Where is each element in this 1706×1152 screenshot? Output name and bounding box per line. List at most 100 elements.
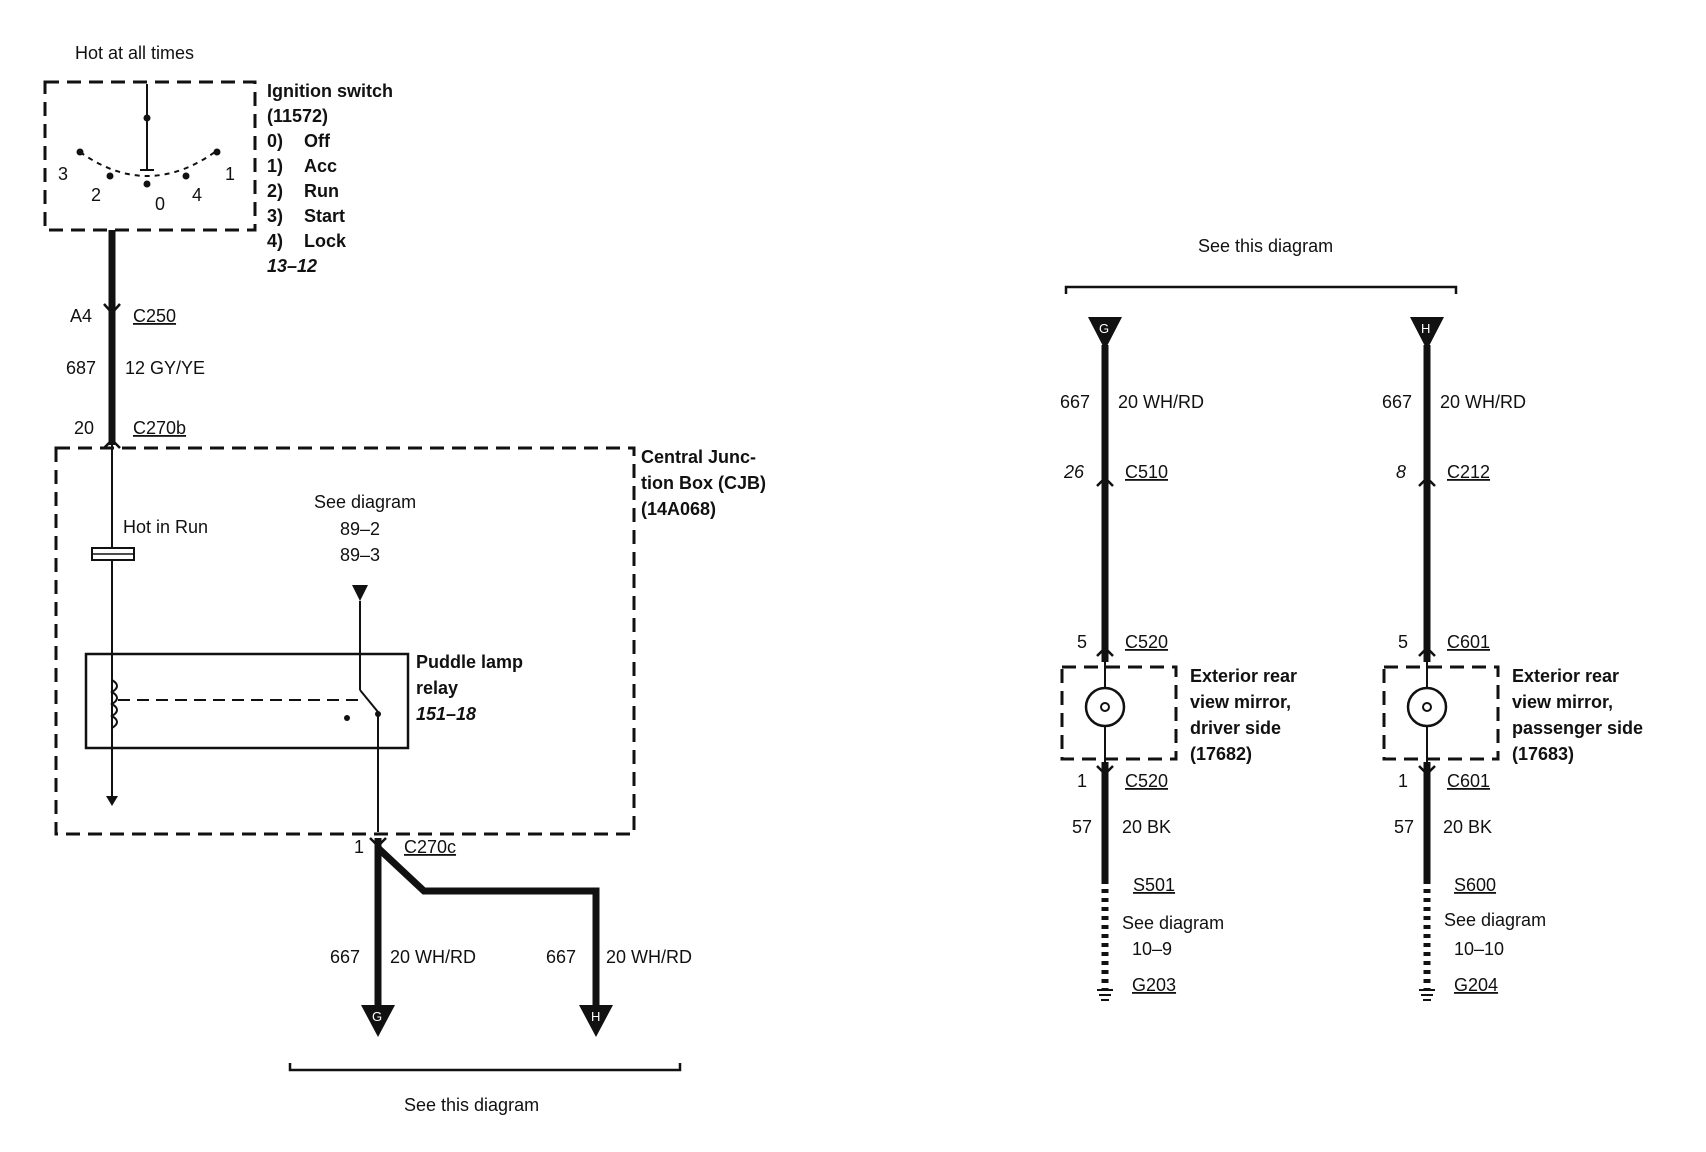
passenger-ground: G204 — [1454, 975, 1498, 995]
output-g-circuit: 667 — [330, 947, 360, 967]
output-g-tag-icon — [361, 1005, 395, 1037]
relay-title-line1: Puddle lamp — [416, 652, 523, 672]
passenger-c601-b: C601 — [1447, 771, 1490, 791]
driver-splice: S501 — [1133, 875, 1175, 895]
passenger-splice: S600 — [1454, 875, 1496, 895]
c250-connector: C250 — [133, 306, 176, 326]
passenger-mirror-motor-icon — [1406, 686, 1448, 728]
ignition-switch-ref: 13–12 — [267, 256, 317, 276]
driver-mirror-box — [1060, 665, 1178, 761]
ignition-state-num-1: 1) — [267, 156, 283, 176]
cjb-part: (14A068) — [641, 499, 716, 519]
passenger-gnd-circuit: 57 — [1394, 817, 1414, 837]
passenger-c601: C601 — [1447, 632, 1490, 652]
driver-circuit: 667 — [1060, 392, 1090, 412]
output-g-spec: 20 WH/RD — [390, 947, 476, 967]
cjb-title-line1: Central Junc- — [641, 447, 756, 467]
c250-pin: A4 — [70, 306, 92, 326]
c270b-pin: 20 — [74, 418, 94, 438]
c270b-connector: C270b — [133, 418, 186, 438]
relay-coil-icon — [110, 679, 118, 729]
passenger-see-ref: 10–10 — [1454, 939, 1504, 959]
passenger-c601-pin: 5 — [1398, 632, 1408, 652]
passenger-c601-b-pin: 1 — [1398, 771, 1408, 791]
driver-g-tag-icon — [1088, 317, 1122, 350]
passenger-mirror-line3: passenger side — [1512, 718, 1643, 738]
passenger-spec: 20 WH/RD — [1440, 392, 1526, 412]
passenger-ground-icon — [1419, 989, 1435, 1001]
ground-arrow-icon — [106, 796, 118, 806]
switch-position-4: 4 — [192, 185, 202, 205]
ignition-state-name-0: Off — [304, 131, 331, 151]
switch-position-0: 0 — [155, 194, 165, 214]
wire-687-circuit: 687 — [66, 358, 96, 378]
see-diagram-ref-2: 89–3 — [340, 545, 380, 565]
switch-position-2: 2 — [91, 185, 101, 205]
wire-687-spec: 12 GY/YE — [125, 358, 205, 378]
passenger-c212-pin: 8 — [1396, 462, 1406, 482]
driver-c520: C520 — [1125, 632, 1168, 652]
c270c-pin: 1 — [354, 837, 364, 857]
see-diagram-arrow-icon — [352, 585, 368, 601]
driver-ground: G203 — [1132, 975, 1176, 995]
hot-in-run-label: Hot in Run — [123, 517, 208, 537]
ignition-switch-title: Ignition switch — [267, 81, 393, 101]
c270b-connector-mark — [103, 438, 121, 449]
ignition-state-num-3: 3) — [267, 206, 283, 226]
passenger-c212: C212 — [1447, 462, 1490, 482]
passenger-h-tag: H — [1421, 321, 1430, 336]
driver-c510-pin: 26 — [1063, 462, 1085, 482]
driver-spec: 20 WH/RD — [1118, 392, 1204, 412]
passenger-gnd-spec: 20 BK — [1443, 817, 1492, 837]
driver-c520-pin: 5 — [1077, 632, 1087, 652]
output-h-tag-icon — [579, 1005, 613, 1037]
ignition-state-num-0: 0) — [267, 131, 283, 151]
passenger-mirror-line1: Exterior rear — [1512, 666, 1619, 686]
driver-see-diagram: See diagram — [1122, 913, 1224, 933]
see-diagram-label: See diagram — [314, 492, 416, 512]
ignition-switch-symbol — [79, 84, 216, 177]
switch-position-3: 3 — [58, 164, 68, 184]
driver-mirror-line2: view mirror, — [1190, 692, 1291, 712]
driver-ground-icon — [1097, 989, 1113, 1001]
ignition-state-name-3: Start — [304, 206, 345, 226]
ignition-switch-box — [43, 80, 257, 232]
top-see-this-diagram: See this diagram — [1198, 236, 1333, 256]
switch-position-1: 1 — [225, 164, 235, 184]
relay-switch-arm — [359, 689, 379, 713]
passenger-mirror-line2: view mirror, — [1512, 692, 1613, 712]
relay-ref: 151–18 — [416, 704, 476, 724]
output-h-tag: H — [591, 1009, 600, 1024]
bottom-see-this-diagram: See this diagram — [404, 1095, 539, 1115]
driver-mirror-line3: driver side — [1190, 718, 1281, 738]
driver-c520-b: C520 — [1125, 771, 1168, 791]
driver-g-tag: G — [1099, 321, 1109, 336]
driver-gnd-spec: 20 BK — [1122, 817, 1171, 837]
ignition-state-num-2: 2) — [267, 181, 283, 201]
output-h-circuit: 667 — [546, 947, 576, 967]
see-diagram-ref-1: 89–2 — [340, 519, 380, 539]
driver-see-ref: 10–9 — [1132, 939, 1172, 959]
ignition-state-name-1: Acc — [304, 156, 337, 176]
driver-gnd-circuit: 57 — [1072, 817, 1092, 837]
driver-c510: C510 — [1125, 462, 1168, 482]
driver-mirror-line1: Exterior rear — [1190, 666, 1297, 686]
c250-connector-mark — [103, 303, 121, 315]
ignition-state-name-4: Lock — [304, 231, 347, 251]
ignition-switch-part: (11572) — [267, 106, 328, 126]
driver-c520-b-pin: 1 — [1077, 771, 1087, 791]
ignition-switch-contacts — [76, 114, 221, 188]
passenger-mirror-box — [1382, 665, 1500, 761]
output-h-spec: 20 WH/RD — [606, 947, 692, 967]
output-wires — [374, 838, 600, 1005]
passenger-see-diagram: See diagram — [1444, 910, 1546, 930]
driver-mirror-part: (17682) — [1190, 744, 1252, 764]
central-junction-box — [54, 446, 636, 836]
ignition-state-num-4: 4) — [267, 231, 283, 251]
puddle-lamp-relay-box — [84, 652, 410, 750]
hot-at-all-times-label: Hot at all times — [75, 43, 194, 63]
passenger-mirror-part: (17683) — [1512, 744, 1574, 764]
driver-mirror-motor-icon — [1084, 686, 1126, 728]
passenger-h-tag-icon — [1410, 317, 1444, 350]
